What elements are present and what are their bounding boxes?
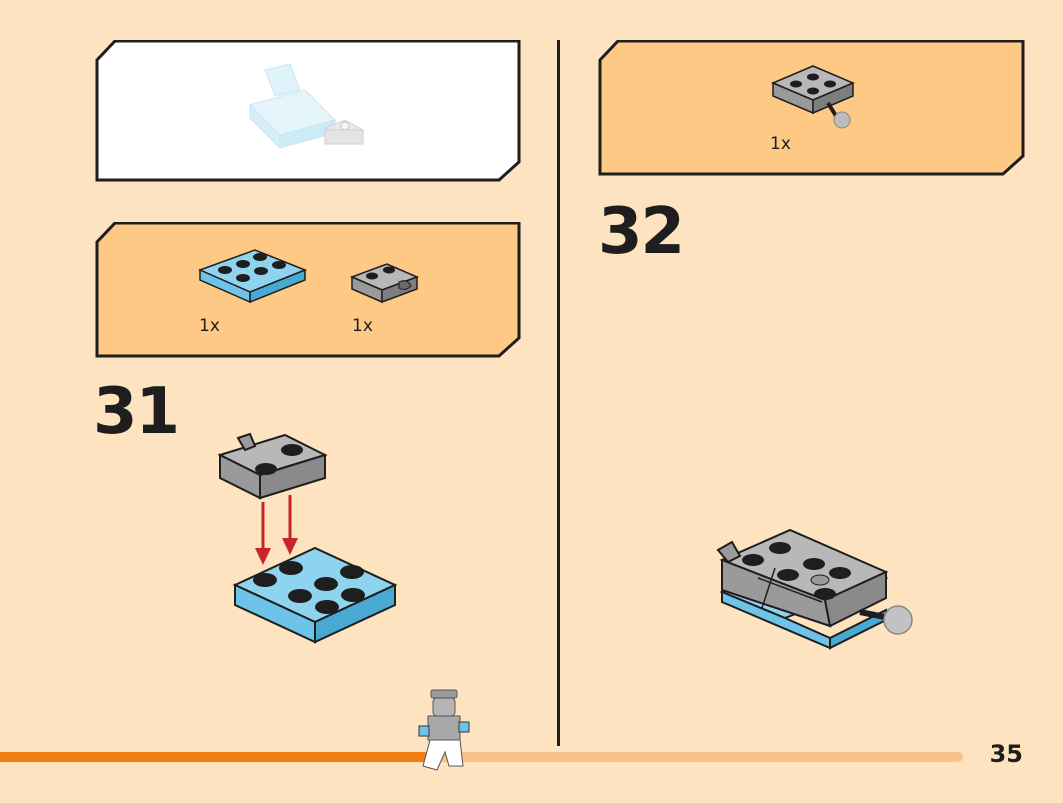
red-arrow-icon [255, 495, 298, 565]
blue-plate-icon [232, 546, 398, 644]
step-number: 31 [93, 375, 180, 449]
gray-clip-plate-icon [217, 432, 328, 500]
step-32-build-illustration [716, 528, 913, 650]
column-divider [557, 40, 560, 746]
parts-callout-step-32: 1x [598, 40, 1025, 176]
gray-towball-plate-2x2-icon [771, 65, 855, 129]
step-31-build-illustration [217, 432, 398, 644]
step-number: 32 [598, 195, 685, 269]
part-quantity: 1x [352, 316, 373, 336]
previous-step-preview [95, 40, 521, 182]
minifigure-mascot-icon [418, 689, 470, 771]
parts-callout-step-31: 1x 1x [95, 222, 521, 358]
faded-assembly-icon [249, 63, 365, 150]
progress-fill [0, 752, 433, 762]
progress-track [0, 752, 963, 762]
page-number: 35 [989, 740, 1023, 768]
blue-plate-2x3-icon [197, 249, 308, 304]
part-quantity: 1x [770, 134, 791, 154]
gray-clip-plate-2x2-icon [349, 263, 420, 304]
part-quantity: 1x [199, 316, 220, 336]
